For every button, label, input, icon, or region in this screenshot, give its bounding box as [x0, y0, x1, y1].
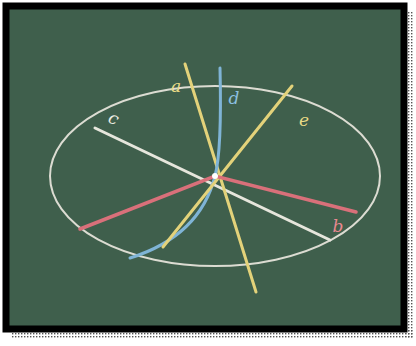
center-point — [212, 173, 218, 179]
chalk-line — [80, 176, 356, 229]
ellipse — [50, 86, 380, 266]
line-label: a — [171, 78, 181, 95]
line-label: c — [106, 108, 122, 127]
line-label: e — [299, 112, 309, 129]
chalk-line — [163, 86, 292, 247]
chalkboard — [6, 6, 404, 329]
line-label: d — [229, 90, 240, 107]
line-label: b — [333, 218, 344, 235]
